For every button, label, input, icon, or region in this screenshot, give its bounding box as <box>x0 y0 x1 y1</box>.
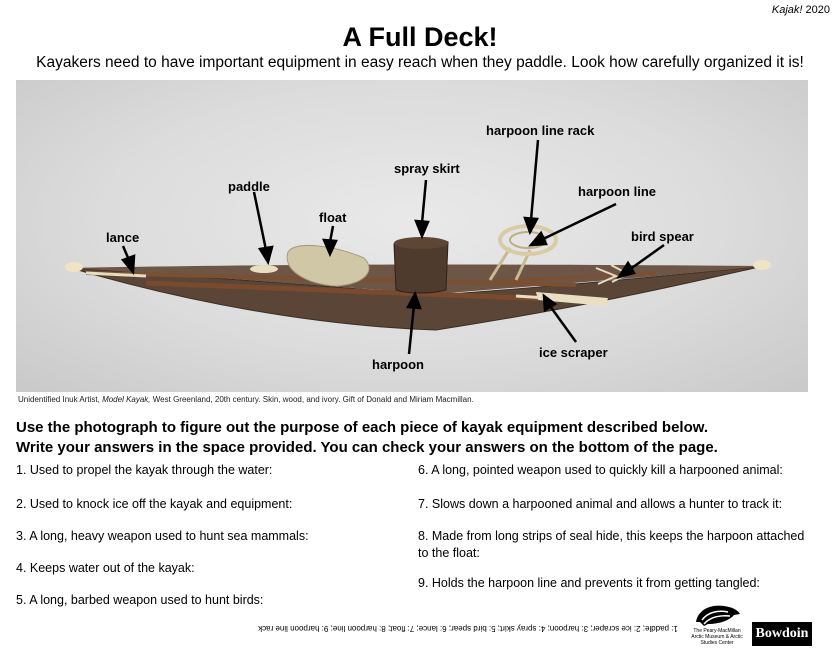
page-title: A Full Deck! <box>342 22 498 52</box>
ice-scraper-shape <box>536 292 608 306</box>
question-4: 4. Keeps water out of the kayak: <box>16 561 195 575</box>
bowdoin-logo: Bowdoin <box>752 622 812 646</box>
kayak-photo: harpoon line rack spray skirt harpoon li… <box>16 80 808 392</box>
question-3: 3. A long, heavy weapon used to hunt sea… <box>16 529 309 543</box>
corner-tag: Kajak! 2020 <box>772 4 830 16</box>
kayak-illustration <box>65 139 771 355</box>
answer-key-upside-down: 1: paddle; 2: ice scraper; 3: harpoon; 4… <box>258 624 678 633</box>
harpoon-line-coil <box>498 224 558 256</box>
arrowhead-float <box>322 238 338 258</box>
arrow-harpoon-line <box>540 202 617 242</box>
question-6: 6. A long, pointed weapon used to quickl… <box>418 463 783 477</box>
label-harpoon-line: harpoon line <box>578 184 656 199</box>
page-subtitle: Kayakers need to have important equipmen… <box>36 54 804 71</box>
question-9: 9. Holds the harpoon line and prevents i… <box>418 576 760 590</box>
caption-details: West Greenland, 20th century. Skin, wood… <box>152 395 474 404</box>
arrowhead-lance <box>120 254 136 276</box>
question-1: 1. Used to propel the kayak through the … <box>16 463 273 477</box>
instructions-line-2: Write your answers in the space provided… <box>16 439 718 456</box>
float-bladder <box>286 244 370 287</box>
stern-tip <box>753 260 771 270</box>
label-lance: lance <box>106 230 140 245</box>
paddle-blade <box>250 265 278 273</box>
label-spray-skirt: spray skirt <box>394 161 460 176</box>
arrowhead-harpoon <box>405 290 422 310</box>
corner-title: Kajak! <box>771 4 803 16</box>
polar-bear-icon <box>696 605 740 626</box>
question-5: 5. A long, barbed weapon used to hunt bi… <box>16 593 264 607</box>
arrow-harpoon <box>407 304 416 355</box>
lance-ivory <box>85 271 147 278</box>
question-2: 2. Used to knock ice off the kayak and e… <box>16 497 293 511</box>
harpoon-shaft <box>145 280 577 303</box>
arrowhead-harpoon-line-rack <box>523 216 540 236</box>
arrow-paddle <box>252 191 268 251</box>
peary-museum-name: The Peary-MacMillan Arctic Museum & Arct… <box>691 628 743 646</box>
harpoon-line-coil-inner <box>509 231 547 249</box>
question-7: 7. Slows down a harpooned animal and all… <box>418 497 783 511</box>
arrow-ice-scraper <box>548 305 578 343</box>
caption-artist: Unidentified Inuk Artist, <box>18 395 100 404</box>
arrowhead-spray-skirt <box>414 219 430 240</box>
label-ice-scraper: ice scraper <box>539 345 608 360</box>
rack-leg-left <box>488 247 512 281</box>
arrow-spray-skirt <box>420 179 428 224</box>
spray-skirt-rim <box>394 237 448 249</box>
arrow-harpoon-line-rack <box>529 139 540 221</box>
instructions-line-1: Use the photograph to figure out the pur… <box>16 419 709 436</box>
label-harpoon: harpoon <box>372 357 424 372</box>
instructions: Use the photograph to figure out the pur… <box>16 418 828 458</box>
question-8: 8. Made from long strips of seal hide, t… <box>418 529 805 560</box>
arrow-bird-spear <box>628 243 665 272</box>
caption-work: Model Kayak, <box>102 395 151 404</box>
label-float: float <box>319 210 347 225</box>
arrowhead-ice-scraper <box>542 293 558 313</box>
arrowhead-paddle <box>257 245 274 266</box>
arrowhead-harpoon-line <box>528 230 548 247</box>
photo-caption: Unidentified Inuk Artist, Model Kayak, W… <box>18 395 474 404</box>
label-bird-spear: bird spear <box>631 229 694 244</box>
peary-macmillan-logo: The Peary-MacMillan Arctic Museum & Arct… <box>690 600 744 650</box>
arrowhead-bird-spear <box>616 260 636 280</box>
bow-tip <box>65 262 83 272</box>
label-harpoon-line-rack: harpoon line rack <box>486 123 595 138</box>
label-paddle: paddle <box>228 179 270 194</box>
corner-year: 2020 <box>805 4 830 16</box>
